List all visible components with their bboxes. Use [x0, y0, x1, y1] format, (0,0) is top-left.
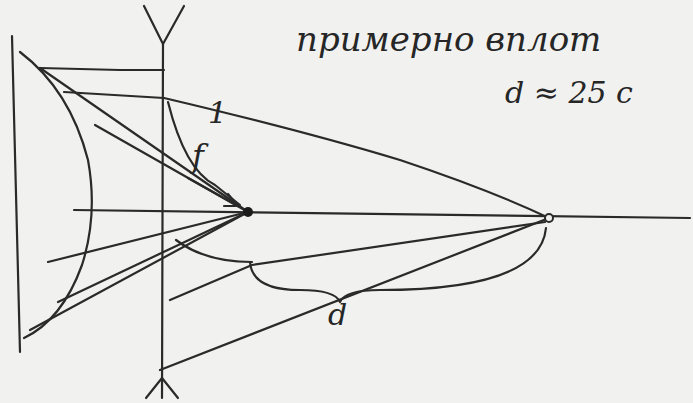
focus-point — [243, 207, 253, 217]
distance-label: d — [328, 300, 347, 330]
ray — [64, 92, 164, 98]
distance-note: d ≈ 25 с — [505, 78, 633, 108]
screen-line — [12, 36, 20, 352]
far-point — [545, 214, 553, 222]
callout-number: 1 — [208, 98, 227, 128]
ray — [95, 125, 248, 212]
ray — [40, 68, 164, 70]
lens-bottom-mark — [146, 378, 178, 398]
curved-surface — [20, 52, 92, 338]
ray — [160, 218, 549, 370]
ray — [48, 212, 248, 262]
focal-label: f — [192, 140, 204, 172]
ray — [40, 68, 248, 212]
ray — [30, 212, 248, 330]
distance-brace — [250, 228, 546, 302]
optical-axis — [74, 210, 690, 218]
ray — [164, 98, 549, 218]
ray — [170, 222, 545, 300]
ray — [58, 212, 248, 302]
focal-arrow — [188, 178, 238, 206]
ray — [168, 102, 240, 205]
note-text: примерно вплот — [296, 22, 601, 56]
lens-top-mark — [144, 6, 184, 44]
ray — [176, 240, 252, 262]
